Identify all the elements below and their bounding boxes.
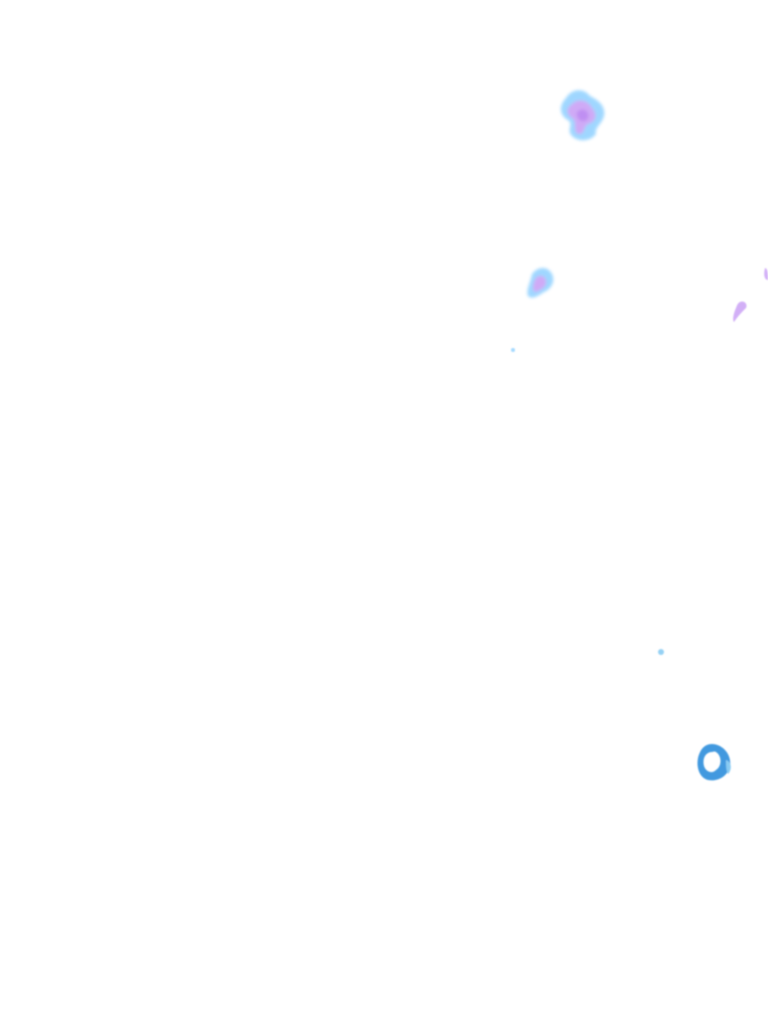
speck-tiny-blue: [511, 348, 515, 352]
blob-medium-lavender: [527, 268, 554, 298]
blob-large-violet: [560, 90, 605, 141]
speck-small-blue: [658, 649, 664, 655]
speck-edge-lavender: [764, 268, 768, 280]
streak-small-violet: [733, 301, 747, 322]
ring-blue: [697, 744, 731, 781]
